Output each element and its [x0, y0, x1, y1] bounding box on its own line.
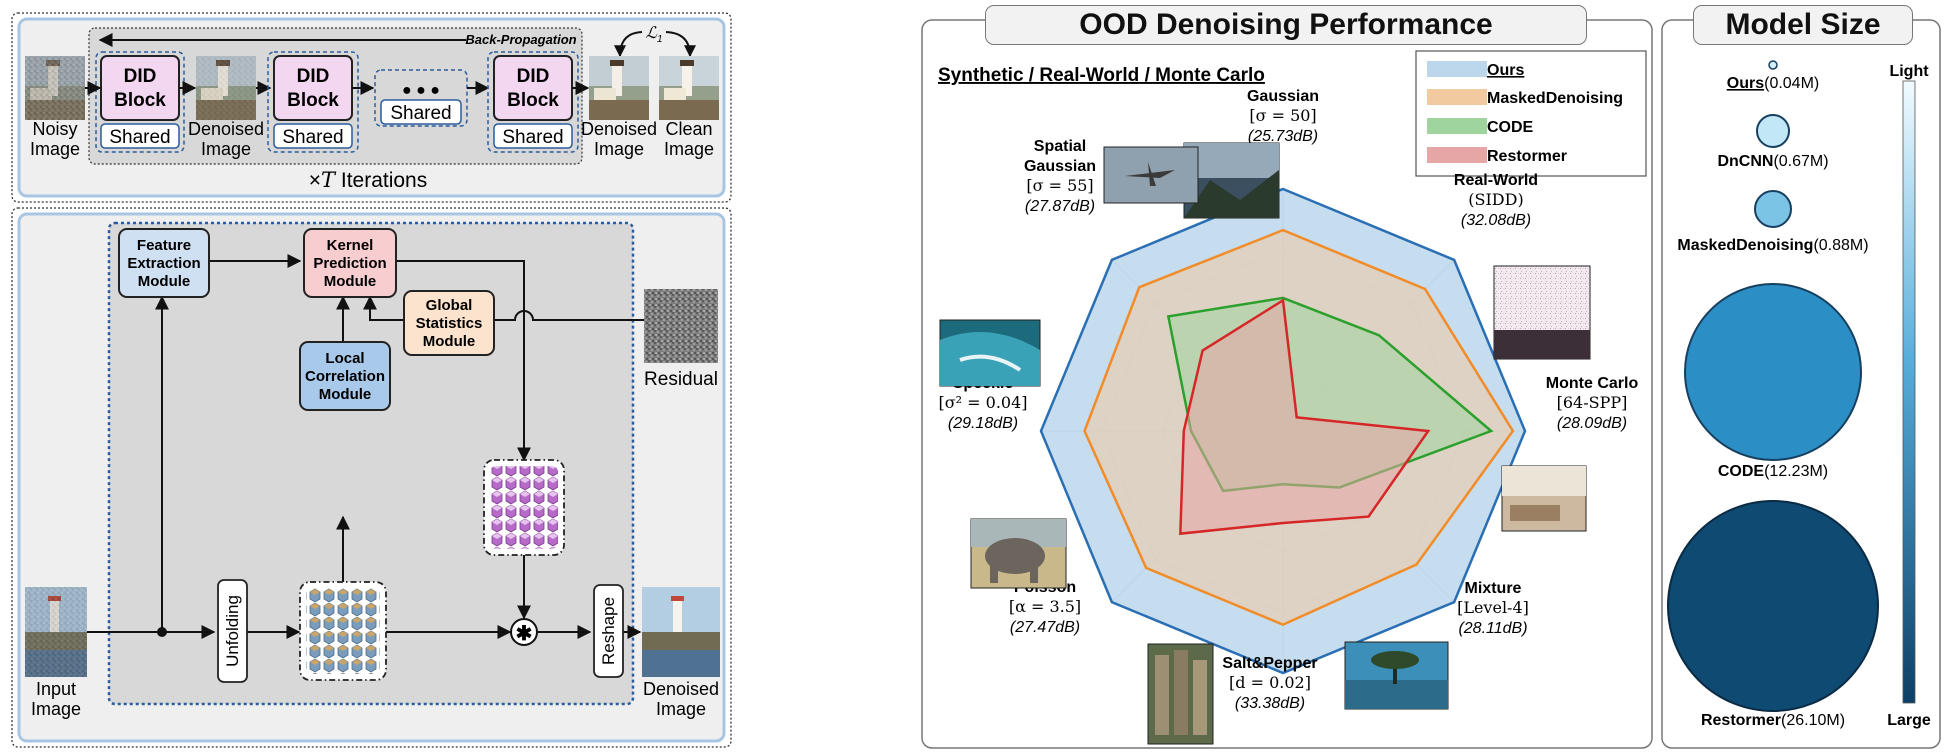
radar-panel: Synthetic / Real-World / Monte Carlo Our… [921, 19, 1653, 749]
radar-axis-label-4: Mixture[Level-4](28.11dB) [1457, 580, 1529, 637]
convolution-operator: ✱ [510, 618, 538, 646]
colorbar-large-label: Large [1887, 712, 1931, 729]
bubble-maskeddenoising [1754, 190, 1792, 228]
radar-axis-label-5: Salt&Pepper[d = 0.02](33.38dB) [1222, 655, 1317, 712]
svg-text:Shared: Shared [109, 127, 170, 148]
residual-label: Residual [644, 369, 718, 390]
radar-title: OOD Denoising Performance [985, 5, 1587, 45]
svg-text:Unfolding: Unfolding [223, 595, 242, 667]
residual-image [644, 289, 718, 363]
legend-label-maskeddenoising: MaskedDenoising [1487, 90, 1623, 107]
radar-axis-labels: Gaussian[σ = 50](25.73dB) Real-World(SIDD… [938, 88, 1638, 712]
unfolded-patches [299, 581, 387, 681]
legend-swatch-maskeddenoising [1427, 89, 1487, 105]
bubble-label-ours: Ours(0.04M) [1727, 75, 1819, 92]
shared-ellipsis-block: ● ● ● Shared [374, 69, 468, 127]
denoised-image-intermediate [196, 56, 256, 120]
input-image [25, 587, 87, 677]
reshape-op: Reshape [593, 584, 624, 678]
legend-label-restormer: Restormer [1487, 148, 1567, 165]
legend-swatch-code [1427, 118, 1487, 134]
loss-label: ℒ1 [645, 25, 662, 45]
bubble-label-restormer: Restormer(26.10M) [1701, 712, 1845, 729]
legend-swatch-restormer [1427, 147, 1487, 163]
svg-text:Shared: Shared [502, 127, 563, 148]
output-image [642, 587, 720, 677]
model-size-panel: Light Large Ours(0.04M) DnCNN(0.67M) Mas… [1661, 19, 1941, 749]
thumb-gaussian [1183, 142, 1280, 219]
radar-axis-label-1: Gaussian[σ = 50](25.73dB) [1247, 88, 1319, 145]
back-propagation-label: Back-Propagation [465, 32, 576, 47]
radar-axis-label-2: Real-World(SIDD)(32.08dB) [1454, 172, 1538, 229]
radar-subtitle: Synthetic / Real-World / Monte Carlo [938, 65, 1265, 86]
bubble-label-dncnn: DnCNN(0.67M) [1717, 153, 1828, 170]
thumb-real-world [1493, 265, 1591, 360]
bubble-ours [1768, 60, 1778, 70]
radar-legend: Ours MaskedDenoising CODE Restormer [1415, 50, 1647, 177]
predicted-kernels [483, 459, 565, 556]
radar-series [1039, 187, 1527, 675]
thumb-salt-pepper [1147, 643, 1214, 745]
noisy-image [25, 56, 85, 120]
svg-text:✱: ✱ [516, 623, 533, 645]
bubble-restormer [1667, 500, 1879, 712]
size-colorbar [1902, 80, 1916, 704]
radar-series-restormer [1179, 298, 1431, 536]
svg-text:Shared: Shared [390, 103, 451, 124]
legend-label-code: CODE [1487, 119, 1534, 136]
thumb-spatial-gaussian [1103, 146, 1199, 204]
denoised-image-final [589, 56, 649, 120]
colorbar-light-label: Light [1889, 63, 1929, 80]
thumb-monte-carlo [1501, 465, 1587, 532]
legend-swatch-ours [1427, 61, 1487, 77]
unfolding-op: Unfolding [217, 579, 248, 683]
thumb-poisson [970, 518, 1067, 589]
radar-axis-label-3: Monte Carlo[64-SPP](28.09dB) [1546, 375, 1639, 432]
model-size-title: Model Size [1693, 5, 1913, 45]
svg-text:Reshape: Reshape [599, 597, 618, 665]
svg-text:Shared: Shared [282, 127, 343, 148]
legend-label-ours: Ours [1487, 62, 1524, 79]
bubble-label-code: CODE(12.23M) [1718, 463, 1828, 480]
thumb-speckle [939, 319, 1041, 387]
clean-image [659, 56, 719, 120]
bubble-code [1684, 283, 1862, 461]
svg-text:● ● ●: ● ● ● [402, 82, 440, 99]
bubble-label-maskeddenoising: MaskedDenoising(0.88M) [1677, 237, 1868, 254]
iterations-label: ×T Iterations [309, 168, 428, 192]
bubble-dncnn [1756, 114, 1790, 148]
thumb-mixture [1344, 641, 1449, 710]
